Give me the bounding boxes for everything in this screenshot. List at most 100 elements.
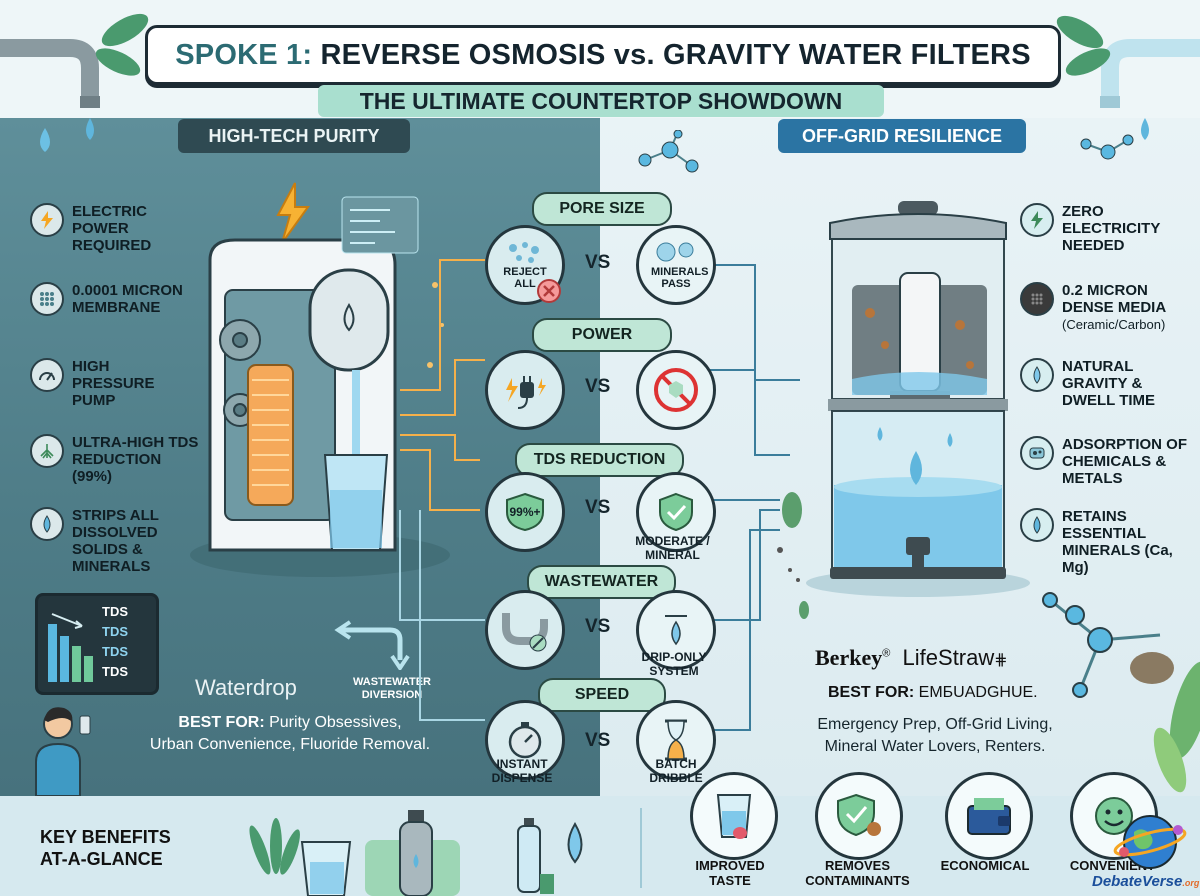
lightning-icon bbox=[30, 203, 64, 237]
water-jug-icon bbox=[399, 810, 433, 896]
lifestraw-mark-icon: ⋕ bbox=[994, 652, 1007, 669]
right-feature-4: ADSORPTION OF CHEMICALS & METALS bbox=[1020, 436, 1195, 487]
membrane-icon bbox=[30, 282, 64, 316]
no-power-icon bbox=[1020, 203, 1054, 237]
benefit-label-taste: IMPROVED TASTE bbox=[695, 858, 765, 888]
flow-connectors bbox=[399, 259, 800, 731]
tds-bars-icon bbox=[48, 613, 93, 682]
comparison-label-speed: SPEED bbox=[538, 678, 666, 712]
header-decor bbox=[0, 13, 1200, 152]
main-title: SPOKE 1: REVERSE OSMOSIS vs. GRAVITY WAT… bbox=[145, 25, 1061, 85]
molecule-icon-top bbox=[638, 130, 699, 173]
molecule-icon-bottom bbox=[1042, 592, 1174, 698]
wastewater-diversion-label: WASTEWATER DIVERSION bbox=[352, 676, 431, 701]
left-pipe-icon bbox=[0, 39, 99, 100]
benefit-economical bbox=[945, 772, 1033, 860]
title-prefix: SPOKE 1: bbox=[175, 38, 313, 71]
left-leaves-icon bbox=[95, 13, 149, 76]
drain-pipe-icon bbox=[502, 613, 548, 652]
large-pores-icon bbox=[656, 242, 694, 262]
left-tag: HIGH-TECH PURITY bbox=[178, 119, 410, 153]
tds-label-2: TDS bbox=[102, 624, 128, 639]
bottle-icon bbox=[517, 818, 554, 894]
tds-right-circle bbox=[636, 472, 716, 552]
key-benefits-title: KEY BENEFITS AT-A-GLANCE bbox=[40, 827, 171, 869]
subtitle-text: THE ULTIMATE COUNTERTOP SHOWDOWN bbox=[359, 87, 843, 114]
vs-label-5: VS bbox=[585, 730, 611, 751]
tds-right-caption: MODERATE / MINERAL bbox=[635, 534, 710, 562]
right-tag: OFF-GRID RESILIENCE bbox=[778, 119, 1026, 153]
debateverse-watermark: DebateVerse.org bbox=[1092, 873, 1200, 890]
speed-left-circle bbox=[485, 700, 565, 780]
bottom-divider bbox=[640, 808, 642, 888]
hourglass-icon bbox=[665, 719, 687, 761]
tds-label-4: TDS bbox=[102, 664, 128, 679]
berkey-brand: Berkey bbox=[815, 645, 883, 670]
plant-leaves-icon bbox=[1153, 661, 1200, 793]
gravity-filter-illustration bbox=[806, 201, 1030, 597]
left-feature-1: ELECTRIC POWER REQUIRED bbox=[30, 203, 190, 254]
comparison-label-pore-size: PORE SIZE bbox=[532, 192, 672, 226]
right-drip-icon bbox=[1141, 118, 1149, 140]
right-pipe-icon bbox=[1101, 39, 1200, 100]
speed-left-caption: INSTANT DISPENSE bbox=[491, 757, 553, 785]
right-feature-3: NATURAL GRAVITY & DWELL TIME bbox=[1020, 358, 1195, 409]
title-main: REVERSE OSMOSIS vs. GRAVITY WATER FILTER… bbox=[320, 38, 1031, 71]
screen-readout-icon bbox=[341, 196, 419, 254]
shield-check-icon bbox=[659, 492, 693, 532]
wastewater-right-circle bbox=[636, 590, 716, 670]
wastewater-arrow-icon bbox=[334, 620, 410, 670]
left-best-for: BEST FOR: Purity Obsessives, Urban Conve… bbox=[149, 714, 431, 753]
right-feature-2: 0.2 MICRON DENSE MEDIA(Ceramic/Carbon) bbox=[1020, 282, 1195, 333]
left-drip-icon bbox=[86, 118, 94, 140]
roots-icon bbox=[30, 434, 64, 468]
ro-machine-illustration bbox=[190, 182, 450, 577]
drop-icon bbox=[567, 822, 583, 864]
shield-icon bbox=[506, 492, 544, 532]
right-best-for: Emergency Prep, Off-Grid Living, Mineral… bbox=[817, 716, 1053, 755]
right-feature-5: RETAINS ESSENTIAL MINERALS (Ca, Mg) bbox=[1020, 508, 1195, 576]
stopwatch-icon bbox=[508, 722, 542, 759]
reject-x-icon bbox=[537, 279, 561, 303]
pore-size-right-circle: MINERALS PASS bbox=[636, 225, 716, 305]
person-illustration bbox=[35, 707, 91, 796]
droplet-icon bbox=[30, 507, 64, 541]
benefit-removes-contaminants bbox=[815, 772, 903, 860]
gauge-icon bbox=[30, 358, 64, 392]
tds-label-3: TDS bbox=[102, 644, 128, 659]
lifestraw-brand: LifeStraw bbox=[902, 645, 995, 670]
wastewater-right-caption: DRIP-ONLY SYSTEM bbox=[641, 650, 707, 678]
benefit-label-economical: ECONOMICAL bbox=[940, 858, 1030, 873]
tds-label-1: TDS bbox=[102, 604, 128, 619]
adsorption-icon bbox=[1020, 436, 1054, 470]
plant-icon bbox=[249, 818, 300, 875]
wallet-icon bbox=[967, 798, 1011, 835]
tds-left-circle: 99%+ bbox=[485, 472, 565, 552]
dense-media-icon bbox=[1020, 282, 1054, 316]
left-feature-5: STRIPS ALL DISSOLVED SOLIDS & MINERALS bbox=[30, 507, 190, 575]
no-power-icon bbox=[654, 368, 698, 412]
tds-monitor: TDS TDS TDS TDS bbox=[35, 593, 159, 695]
power-left-circle bbox=[485, 350, 565, 430]
comparison-label-wastewater: WASTEWATER bbox=[527, 565, 676, 599]
right-best-for-heading: BEST FOR: EMБUADGHUE. bbox=[828, 684, 1038, 701]
speed-right-caption: BATCH DRIBBLE bbox=[649, 757, 703, 785]
right-feature-1: ZERO ELECTRICITY NEEDED bbox=[1020, 203, 1195, 254]
benefit-label-contaminants: REMOVES CONTAMINANTS bbox=[805, 858, 910, 888]
comparison-label-tds: TDS REDUCTION bbox=[515, 443, 684, 477]
speed-right-circle bbox=[636, 700, 716, 780]
left-feature-3: HIGH PRESSURE PUMP bbox=[30, 358, 190, 409]
right-leaves-icon bbox=[1056, 15, 1111, 76]
spigot-icon bbox=[906, 537, 930, 573]
vs-label-3: VS bbox=[585, 497, 611, 518]
wastewater-left-circle bbox=[485, 590, 565, 670]
power-right-circle bbox=[636, 350, 716, 430]
gravity-drop-icon bbox=[1020, 358, 1054, 392]
vs-label-1: VS bbox=[585, 252, 611, 273]
smiley-icon bbox=[1095, 797, 1133, 835]
glass-tongue-icon bbox=[716, 794, 752, 839]
subtitle: THE ULTIMATE COUNTERTOP SHOWDOWN bbox=[318, 85, 884, 117]
plug-icon bbox=[506, 376, 546, 409]
minerals-icon bbox=[1020, 508, 1054, 542]
falling-drop-icon bbox=[910, 451, 922, 485]
